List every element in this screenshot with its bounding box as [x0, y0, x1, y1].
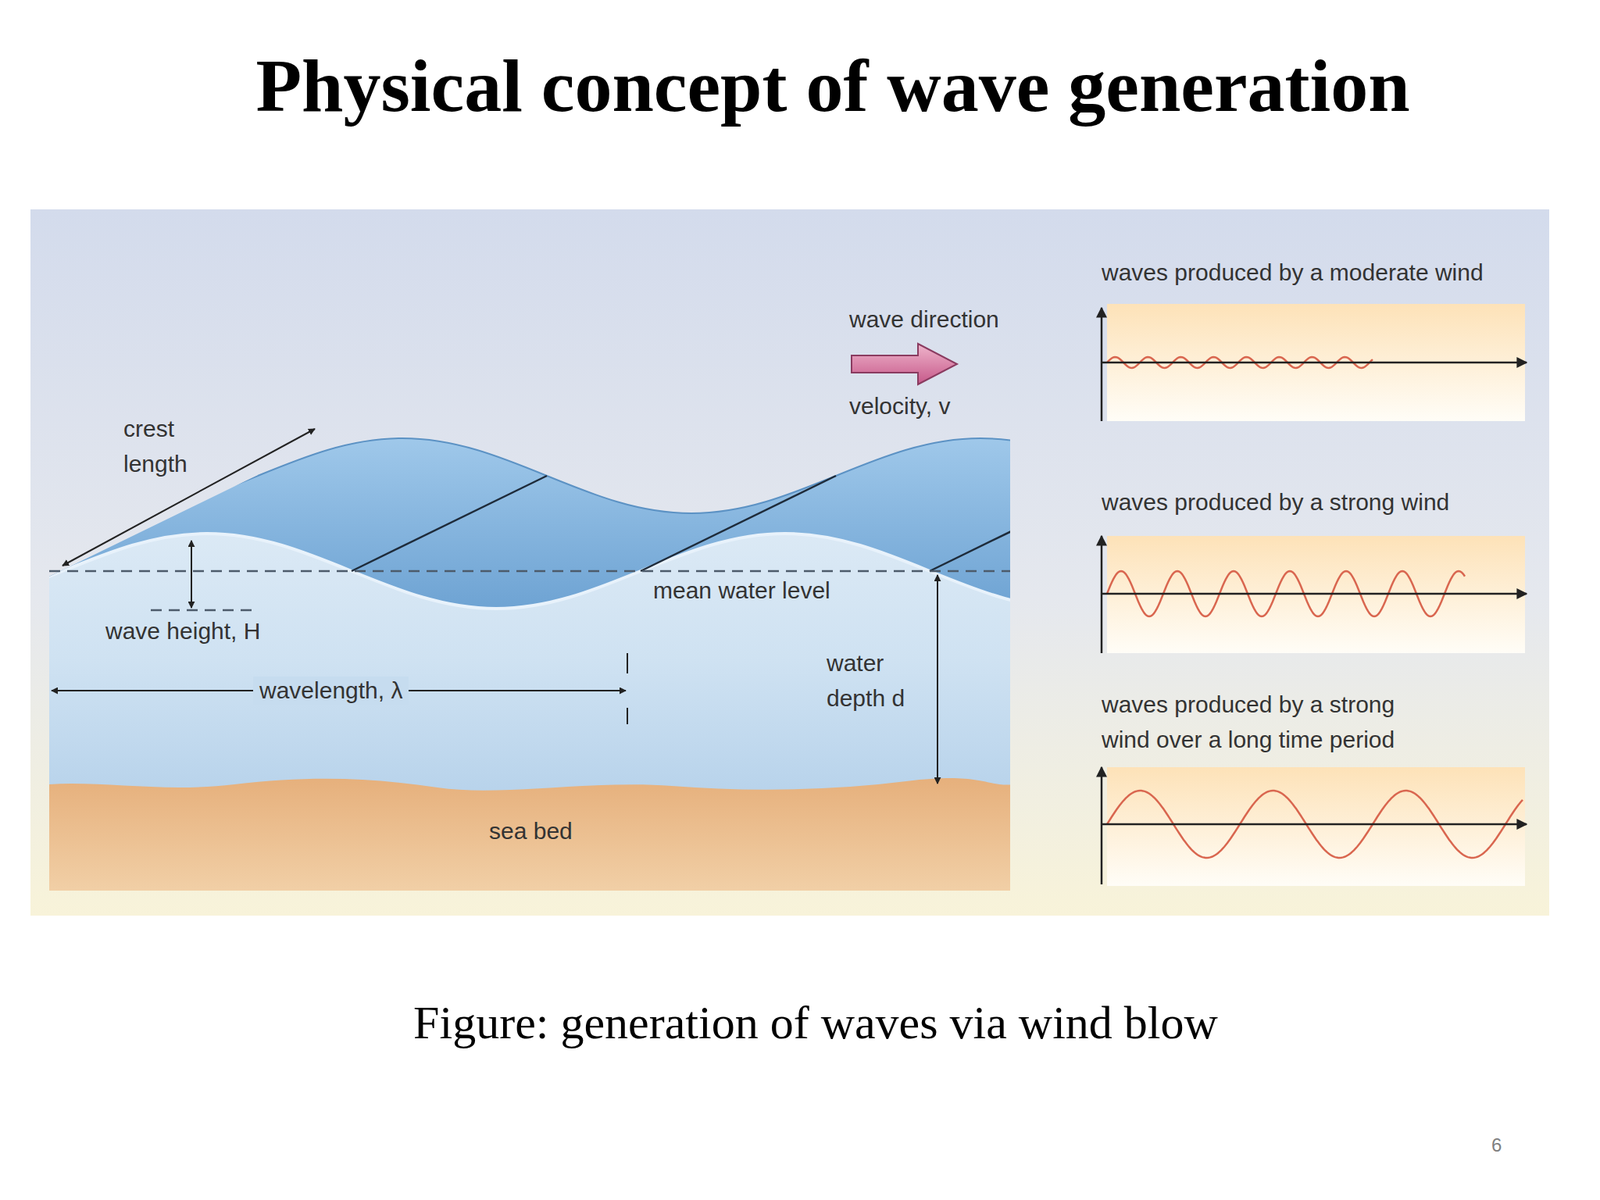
panel-heading: waves produced by a strong wind over a l… — [1101, 686, 1426, 758]
region-label: sea bed — [489, 817, 573, 846]
slide-title: Physical concept of wave generation — [255, 48, 1410, 124]
figure-caption: Figure: generation of waves via wind blo… — [413, 999, 1218, 1047]
level-label: mean water level — [653, 576, 831, 605]
dimension-label: wave height, H — [105, 617, 261, 646]
dimension-label: crest length — [123, 410, 225, 482]
direction-label: velocity, v — [849, 392, 950, 421]
panel-heading: waves produced by a strong wind — [1101, 488, 1450, 517]
panel-heading: waves produced by a moderate wind — [1101, 258, 1484, 287]
direction-label: wave direction — [849, 305, 1000, 334]
dimension-label: water depth d — [826, 645, 927, 716]
dimension-label: wavelength, λ — [253, 676, 409, 705]
page-number: 6 — [1491, 1134, 1502, 1158]
